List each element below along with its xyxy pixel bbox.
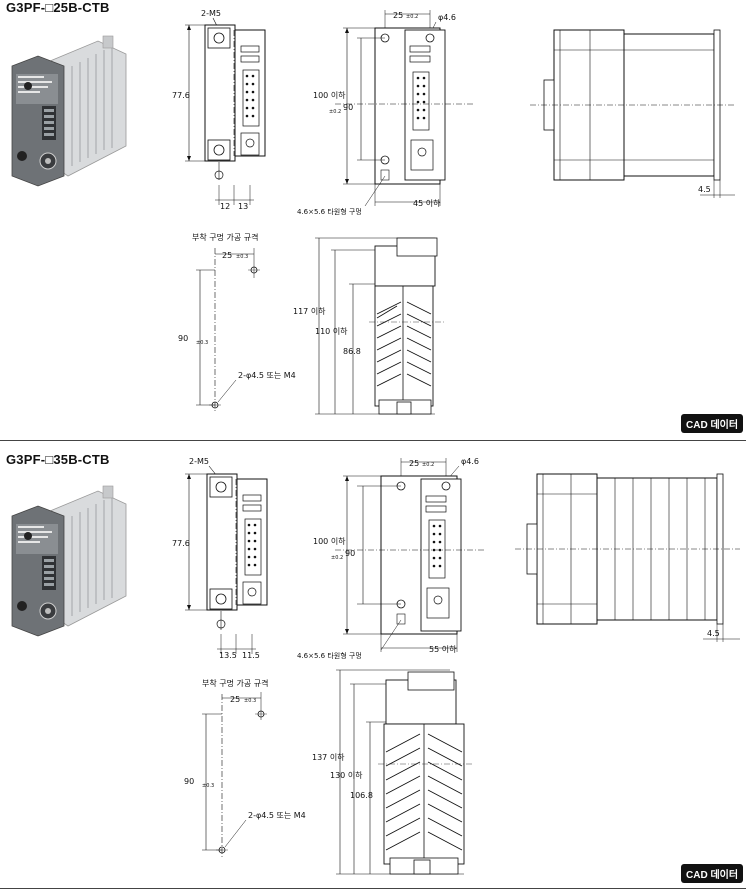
profile-view-diagram: 117 이하 110 이하 86.8 <box>293 237 445 415</box>
product-photo <box>11 35 127 187</box>
side-view-diagram: 4.5 <box>515 473 740 642</box>
side-view-diagram: 4.5 <box>530 29 735 198</box>
section-title: G3PF-□35B-CTB <box>6 452 110 467</box>
front-width-right-label: 13 <box>238 202 248 211</box>
mount-pitch-label: 25 <box>409 459 419 468</box>
mount-slot-label: 4.6×5.6 타원형 구멍 <box>297 651 362 660</box>
mounting-view-diagram: 25 ±0.2 φ4.6 100 이하 90 ±0.2 45 이하 4. <box>297 10 475 216</box>
front-view-diagram: 2-M5 77.6 13.5 11.5 <box>172 457 268 660</box>
mount-height-tol: ±0.2 <box>329 109 341 115</box>
mounting-view-diagram: 25 ±0.2 φ4.6 100 이하 90 ±0.2 55 이하 4. <box>297 457 485 660</box>
mount-height-max-label: 100 이하 <box>313 90 346 100</box>
profile-h2-label: 130 이하 <box>330 770 363 780</box>
front-width-left-label: 13.5 <box>219 651 237 660</box>
section-divider <box>0 440 746 441</box>
cutout-holes-label: 2-φ4.5 또는 M4 <box>238 371 296 380</box>
cutout-height-label: 90 <box>178 334 188 343</box>
mount-height-max-label: 100 이하 <box>313 536 346 546</box>
section-title: G3PF-□25B-CTB <box>6 0 110 15</box>
mount-height-tol: ±0.2 <box>331 555 343 561</box>
product-photo <box>11 485 127 637</box>
mount-width-max-label: 45 이하 <box>413 198 441 208</box>
mount-height-label: 90 <box>345 549 355 558</box>
mount-pitch-tol: ±0.2 <box>406 14 418 20</box>
cutout-pitch-tol: ±0.3 <box>244 698 256 704</box>
cutout-pitch-label: 25 <box>222 251 232 260</box>
front-view-diagram: 2-M5 77.6 12 13 <box>172 9 266 211</box>
front-holes-label: 2-M5 <box>201 9 221 18</box>
profile-h1-label: 137 이하 <box>312 752 345 762</box>
mount-width-max-label: 55 이하 <box>429 644 457 654</box>
cutout-caption: 부착 구멍 가공 규격 <box>202 678 269 688</box>
mount-pitch-label: 25 <box>393 11 403 20</box>
cutout-height-label: 90 <box>184 777 194 786</box>
mount-slot-label: 4.6×5.6 타원형 구멍 <box>297 207 362 216</box>
section-divider <box>0 888 746 889</box>
side-offset-label: 4.5 <box>698 185 711 194</box>
cad-data-button[interactable]: CAD 데이터 <box>681 414 744 433</box>
profile-h3-label: 86.8 <box>343 347 361 356</box>
section-g3pf-25b: G3PF-□25B-CTB 2-M5 <box>0 0 746 440</box>
cutout-view-diagram: 부착 구멍 가공 규격 25 ±0.3 90 ±0.3 2-φ4.5 또는 M4 <box>184 678 306 859</box>
cutout-pitch-label: 25 <box>230 695 240 704</box>
section-g3pf-35b: G3PF-□35B-CTB 2-M5 <box>0 452 746 892</box>
front-height-label: 77.6 <box>172 539 190 548</box>
cutout-holes-label: 2-φ4.5 또는 M4 <box>248 811 306 820</box>
front-width-right-label: 11.5 <box>242 651 260 660</box>
cad-data-button[interactable]: CAD 데이터 <box>681 864 744 883</box>
front-width-left-label: 12 <box>220 202 230 211</box>
mount-pitch-tol: ±0.2 <box>422 462 434 468</box>
mount-hole-dia-label: φ4.6 <box>461 457 479 466</box>
cutout-caption: 부착 구멍 가공 규격 <box>192 232 259 242</box>
cutout-height-tol: ±0.3 <box>196 340 208 346</box>
cutout-height-tol: ±0.3 <box>202 783 214 789</box>
mount-hole-dia-label: φ4.6 <box>438 13 456 22</box>
front-height-label: 77.6 <box>172 91 190 100</box>
front-holes-label: 2-M5 <box>189 457 209 466</box>
profile-h1-label: 117 이하 <box>293 306 326 316</box>
profile-h3-label: 106.8 <box>350 791 373 800</box>
profile-view-diagram: 137 이하 130 이하 106.8 <box>312 669 472 875</box>
cutout-pitch-tol: ±0.3 <box>236 254 248 260</box>
side-offset-label: 4.5 <box>707 629 720 638</box>
mount-height-label: 90 <box>343 103 353 112</box>
profile-h2-label: 110 이하 <box>315 326 348 336</box>
cutout-view-diagram: 부착 구멍 가공 규격 25 ±0.3 90 ±0.3 2-φ4.5 또는 M4 <box>178 232 296 413</box>
